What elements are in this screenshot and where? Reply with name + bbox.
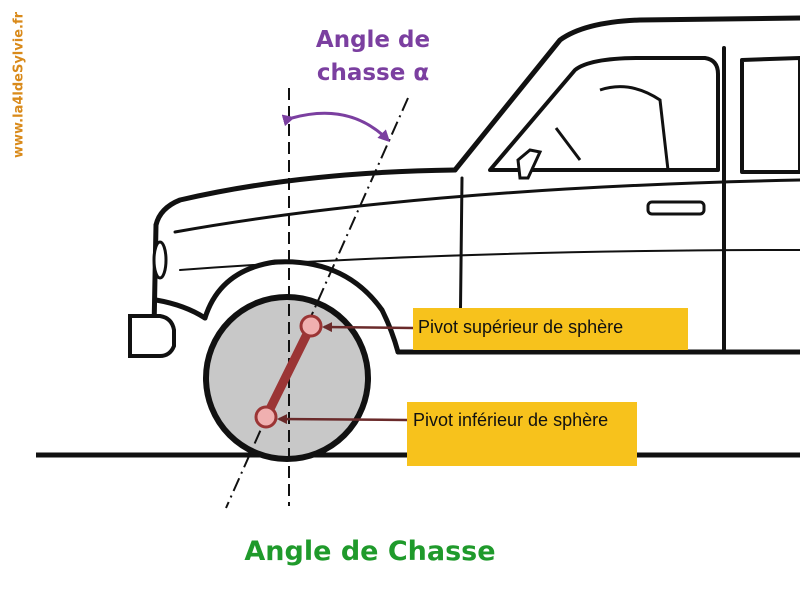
mirror [516, 148, 543, 180]
lower-pivot-callout: Pivot inférieur de sphère [413, 410, 609, 430]
angle-arc [281, 111, 391, 143]
caster-angle-label-line2: chasse α [316, 60, 430, 86]
watermark-text: www.la4ldeSylvie.fr [12, 11, 27, 158]
windows [488, 56, 800, 174]
site-watermark: www.la4ldeSylvie.fr [12, 11, 27, 158]
lower-pivot-arrow [277, 414, 408, 425]
interior [554, 85, 670, 171]
upper-pivot-callout: Pivot supérieur de sphère [418, 317, 624, 337]
door-handle [646, 200, 706, 216]
upper-pivot-marker [299, 314, 323, 338]
kingpin-axis-line [225, 97, 409, 509]
caster-angle-label-line1: Angle de [315, 27, 431, 53]
headlight [152, 240, 168, 280]
diagram-title: Angle de Chasse [244, 536, 496, 567]
kingpin-arm [261, 321, 316, 422]
upper-pivot-arrow [322, 322, 414, 333]
caster-angle-label: Angle de chasse α [308, 24, 438, 90]
front-bumper [128, 314, 176, 358]
lower-callout-box [407, 402, 637, 466]
car-body [151, 15, 800, 355]
upper-callout-box [413, 308, 688, 350]
lower-pivot-marker [254, 405, 278, 429]
